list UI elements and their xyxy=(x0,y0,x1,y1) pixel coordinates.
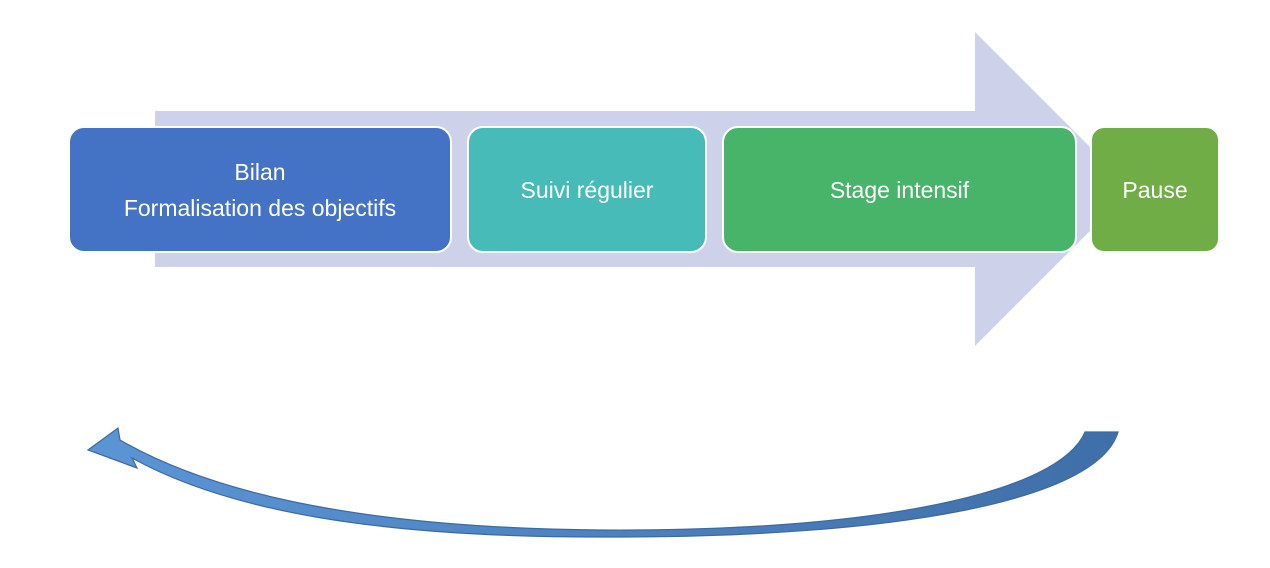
step-suivi-label: Suivi régulier xyxy=(520,176,654,203)
step-bilan-subtitle: Formalisation des objectifs xyxy=(123,194,397,221)
step-pause-label: Pause xyxy=(1122,176,1188,203)
step-bilan-box: Bilan Formalisation des objectifs xyxy=(68,126,452,253)
step-bilan-title: Bilan xyxy=(234,158,286,185)
step-pause-box: Pause xyxy=(1090,126,1220,253)
step-suivi-box: Suivi régulier xyxy=(467,126,707,253)
step-stage-box: Stage intensif xyxy=(722,126,1077,253)
step-stage-label: Stage intensif xyxy=(829,176,970,203)
cycle-return-arrow xyxy=(86,426,1119,538)
